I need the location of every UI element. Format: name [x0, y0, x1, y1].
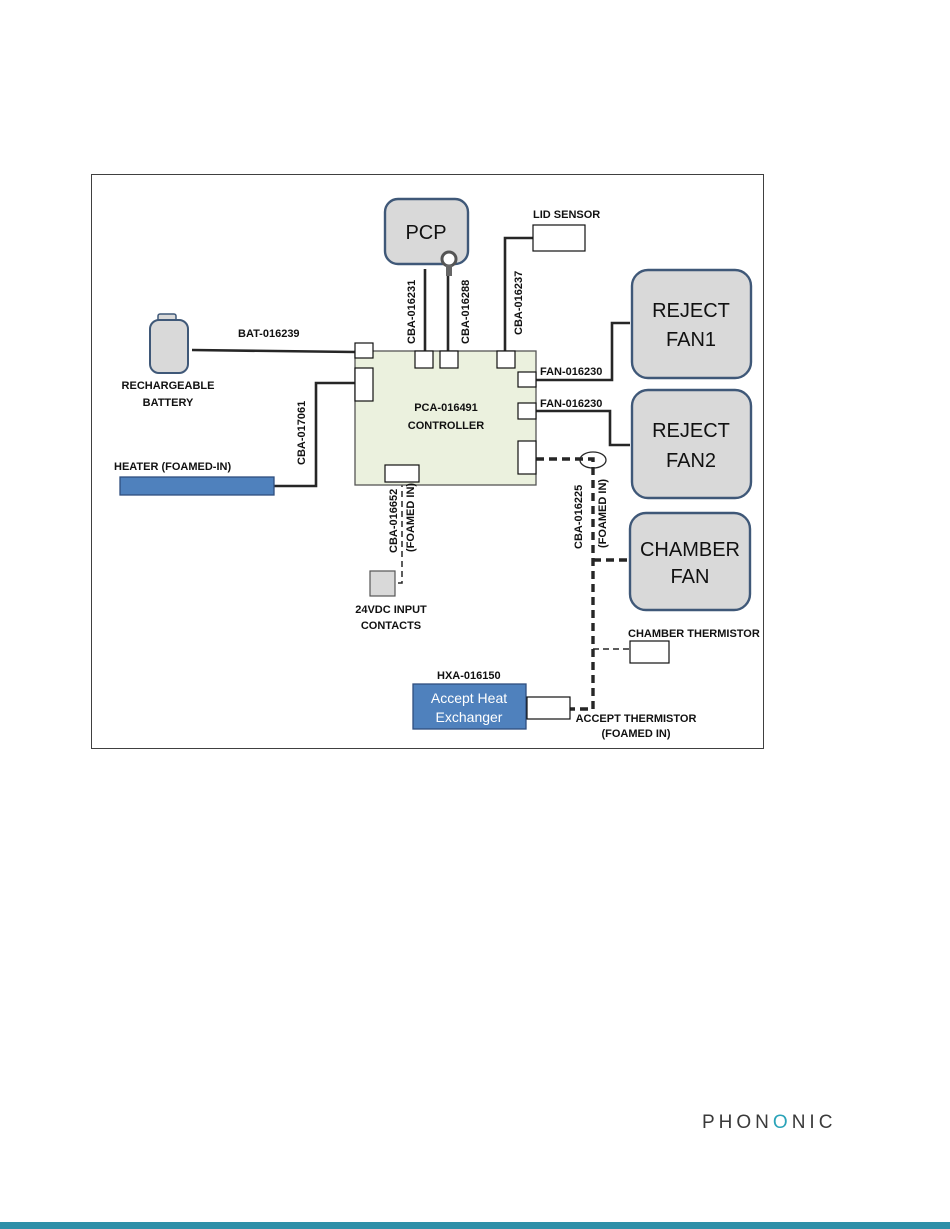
reject-fan1-line2: FAN1: [666, 329, 716, 351]
connector-input: [384, 464, 420, 483]
connector-fan2: [517, 402, 537, 420]
accept-thermistor-line2: (FOAMED IN): [601, 728, 670, 740]
reject-fan1-line1: REJECT: [652, 300, 730, 322]
connector-pcp-2: [439, 350, 459, 369]
logo-suffix: NIC: [791, 1112, 837, 1133]
footer-accent-bar: [0, 1222, 950, 1229]
pcp-port-icon: [440, 250, 458, 268]
heat-exchanger-line2: Exchanger: [436, 709, 503, 725]
input-contacts-line1: 24VDC INPUT: [355, 604, 427, 616]
chamber-fan-line1: CHAMBER: [640, 539, 740, 561]
battery-icon: [149, 313, 189, 374]
controller-label-line1: PCA-016491: [414, 402, 478, 414]
connector-lid: [496, 350, 516, 369]
heater-label: HEATER (FOAMED-IN): [114, 461, 231, 473]
cable-bat-label: BAT-016239: [238, 328, 300, 340]
wire-cba-016237: [503, 236, 533, 351]
cable-fan1-label: FAN-016230: [540, 366, 602, 378]
wire-cba-016225: [536, 457, 595, 711]
reject-fan2-line1: REJECT: [652, 420, 730, 442]
heat-exchanger-id: HXA-016150: [437, 670, 501, 682]
cable-cba-016225-line1: CBA-016225: [573, 485, 585, 549]
logo-prefix: PHON: [702, 1112, 773, 1133]
wire-cba-016652: [395, 481, 403, 584]
diagram-frame: PCP LID SENSOR REJECT FAN1 REJECT FAN2 C…: [91, 174, 764, 749]
cable-cba-016231-label: CBA-016231: [406, 280, 418, 344]
chamber-thermistor-box: [629, 640, 670, 664]
controller-connectors: [354, 342, 537, 483]
wire-bat: [191, 348, 356, 354]
battery-label-line1: RECHARGEABLE: [122, 380, 215, 392]
reject-fan2-box: REJECT FAN2: [630, 388, 753, 500]
wires: [191, 236, 630, 488]
input-contacts-box: [369, 570, 396, 597]
connector-bat: [354, 342, 374, 359]
connector-chamber: [517, 440, 537, 475]
dashed-wires: [395, 451, 630, 711]
cable-cba-016237-label: CBA-016237: [513, 271, 525, 335]
controller-label-line2: CONTROLLER: [408, 420, 484, 432]
accept-thermistor-line1: ACCEPT THERMISTOR: [576, 713, 697, 725]
cable-cba-016225-line2: (FOAMED IN): [597, 479, 609, 548]
heat-exchanger-line1: Accept Heat: [431, 690, 507, 706]
cable-cba-016288-label: CBA-016288: [460, 280, 472, 344]
cable-cba-016652-line1: CBA-016652: [388, 489, 400, 553]
connector-fan1: [517, 371, 537, 388]
pcp-label: PCP: [405, 222, 446, 244]
wiring-diagram: PCP LID SENSOR REJECT FAN1 REJECT FAN2 C…: [114, 197, 760, 740]
reject-fan1-box: REJECT FAN1: [630, 268, 753, 380]
chamber-thermistor-label: CHAMBER THERMISTOR: [628, 628, 760, 640]
phonic-logo: PHONONIC: [702, 1112, 836, 1134]
controller-board: PCA-016491 CONTROLLER: [354, 350, 537, 486]
chamber-fan-line2: FAN: [671, 566, 710, 588]
heat-exchanger-box: [412, 683, 527, 730]
pcp-port-stem: [446, 265, 452, 276]
connector-heater: [354, 367, 374, 402]
input-contacts-line2: CONTACTS: [361, 620, 421, 632]
cable-cba-017061-label: CBA-017061: [296, 401, 308, 465]
accept-thermistor-box: [526, 696, 571, 720]
battery-label-line2: BATTERY: [143, 397, 194, 409]
connector-pcp-1: [414, 350, 434, 369]
chamber-fan-box: CHAMBER FAN: [628, 511, 752, 612]
lid-sensor-label: LID SENSOR: [533, 209, 600, 221]
wire-fan2: [536, 409, 630, 447]
heater-bar: [119, 476, 275, 496]
cable-fan2-label: FAN-016230: [540, 398, 602, 410]
wire-heater: [274, 381, 355, 488]
lid-sensor-box: [532, 224, 586, 252]
pcp-box: PCP: [383, 197, 470, 276]
wire-fan1: [536, 321, 630, 382]
logo-o: O: [772, 1112, 792, 1133]
foamed-in-marker: [579, 451, 607, 469]
cable-cba-016652-line2: (FOAMED IN): [405, 483, 417, 552]
reject-fan2-line2: FAN2: [666, 450, 716, 472]
